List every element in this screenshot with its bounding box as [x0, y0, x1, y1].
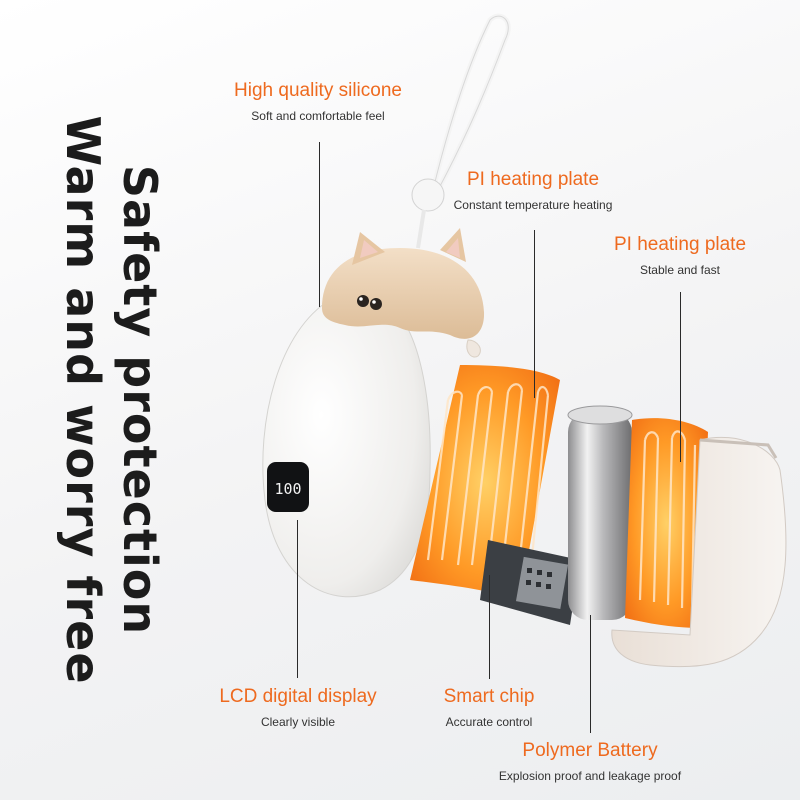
leader-heating-plate-1	[534, 230, 535, 398]
callout-lcd-title: LCD digital display	[219, 686, 377, 707]
callout-lcd: LCD digital display Clearly visible	[219, 686, 376, 729]
polymer-battery	[567, 405, 633, 620]
callout-battery: Polymer Battery Explosion proof and leak…	[499, 740, 681, 783]
callout-heating-plate-1-subtitle: Constant temperature heating	[453, 198, 613, 212]
callout-battery-subtitle: Explosion proof and leakage proof	[498, 769, 682, 783]
leader-lcd	[297, 520, 298, 678]
leader-heating-plate-2	[680, 292, 681, 462]
callout-silicone-subtitle: Soft and comfortable feel	[251, 109, 385, 123]
callout-heating-plate-1-title: PI heating plate	[466, 169, 600, 190]
lcd-screen	[267, 462, 309, 512]
callout-heating-plate-2-title: PI heating plate	[613, 234, 747, 255]
hamster-eye-left	[357, 295, 369, 307]
callout-heating-plate-2: PI heating plate Stable and fast	[614, 234, 746, 277]
lanyard	[430, 13, 511, 192]
callout-battery-title: Polymer Battery	[522, 740, 658, 761]
callout-silicone-title: High quality silicone	[234, 80, 402, 101]
leader-chip	[489, 575, 490, 679]
callout-chip: Smart chip Accurate control	[444, 686, 535, 729]
callout-heating-plate-1: PI heating plate Constant temperature he…	[454, 169, 613, 212]
lcd-value: 100	[274, 480, 301, 498]
callout-silicone: High quality silicone Soft and comfortab…	[234, 80, 402, 123]
callout-heating-plate-2-subtitle: Stable and fast	[639, 263, 721, 277]
callout-chip-subtitle: Accurate control	[445, 715, 533, 729]
callout-chip-title: Smart chip	[443, 686, 535, 707]
leader-silicone	[319, 142, 320, 307]
warmer-body	[262, 293, 431, 598]
back-shell	[611, 436, 787, 668]
leader-battery	[590, 615, 591, 733]
hamster-cap	[322, 248, 485, 339]
circuit-board	[480, 540, 580, 625]
heating-plate-1	[410, 365, 560, 600]
lanyard-ring	[411, 178, 445, 212]
hamster-eye-right	[370, 298, 382, 310]
callout-lcd-subtitle: Clearly visible	[260, 715, 336, 729]
